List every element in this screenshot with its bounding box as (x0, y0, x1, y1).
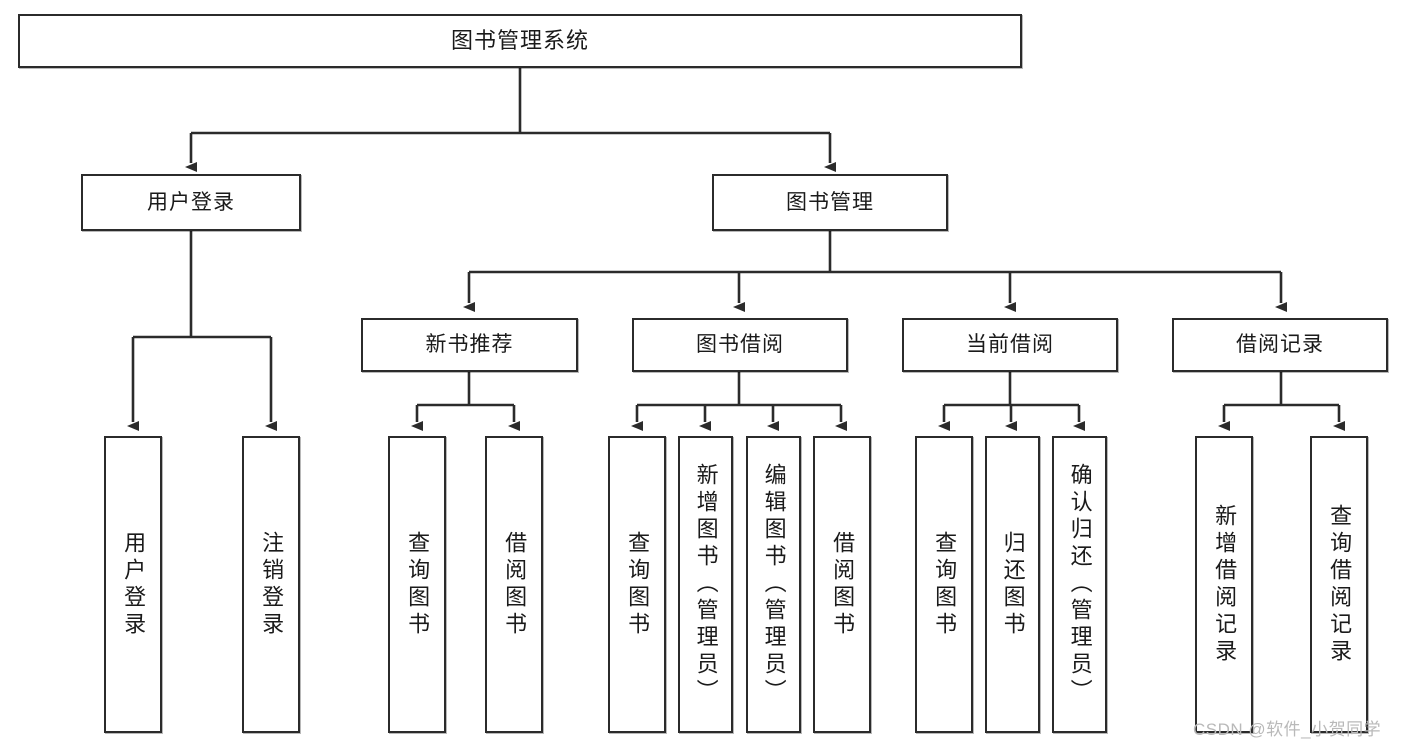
leaf-add-book[interactable]: 新增图书（管理员） (678, 436, 733, 733)
node-label: 查询图书 (625, 530, 651, 639)
node-label: 查询图书 (932, 530, 958, 639)
node-label: 新书推荐 (425, 333, 514, 357)
node-label: 借阅图书 (502, 530, 528, 639)
leaf-query-book-2[interactable]: 查询图书 (608, 436, 666, 733)
leaf-query-book-1[interactable]: 查询图书 (388, 436, 446, 733)
leaf-add-record[interactable]: 新增借阅记录 (1195, 436, 1253, 733)
node-borrow-record[interactable]: 借阅记录 (1172, 318, 1388, 372)
node-label: 用户登录 (147, 190, 235, 214)
leaf-query-record[interactable]: 查询借阅记录 (1310, 436, 1368, 733)
node-user-login[interactable]: 用户登录 (81, 174, 301, 231)
node-label: 用户登录 (121, 530, 147, 639)
node-label: 新增借阅记录 (1212, 503, 1238, 666)
leaf-confirm-return[interactable]: 确认归还（管理员） (1052, 436, 1107, 733)
node-new-book-recommend[interactable]: 新书推荐 (361, 318, 578, 372)
leaf-query-book-3[interactable]: 查询图书 (915, 436, 973, 733)
node-label: 图书管理系统 (450, 27, 589, 53)
node-label: 新增图书（管理员） (693, 463, 719, 706)
node-label: 当前借阅 (966, 333, 1054, 357)
leaf-borrow-book-1[interactable]: 借阅图书 (485, 436, 543, 733)
leaf-user-login[interactable]: 用户登录 (104, 436, 162, 733)
node-label: 图书管理 (786, 190, 874, 214)
node-book-management[interactable]: 图书管理 (712, 174, 948, 231)
node-label: 借阅记录 (1236, 333, 1324, 357)
node-label: 注销登录 (259, 530, 285, 639)
node-current-borrow[interactable]: 当前借阅 (902, 318, 1118, 372)
leaf-logout[interactable]: 注销登录 (242, 436, 300, 733)
node-root-book-management-system[interactable]: 图书管理系统 (18, 14, 1022, 68)
csdn-watermark: CSDN @软件_小贺同学 (1193, 720, 1382, 739)
node-label: 查询图书 (405, 530, 431, 639)
node-label: 借阅图书 (830, 530, 856, 639)
node-label: 图书借阅 (696, 333, 784, 357)
node-label: 归还图书 (1000, 530, 1026, 639)
node-label: 编辑图书（管理员） (761, 463, 787, 706)
node-label: 确认归还（管理员） (1067, 463, 1093, 706)
leaf-return-book[interactable]: 归还图书 (985, 436, 1040, 733)
node-label: 查询借阅记录 (1327, 503, 1353, 666)
leaf-borrow-book-2[interactable]: 借阅图书 (813, 436, 871, 733)
leaf-edit-book[interactable]: 编辑图书（管理员） (746, 436, 801, 733)
node-book-borrow[interactable]: 图书借阅 (632, 318, 848, 372)
